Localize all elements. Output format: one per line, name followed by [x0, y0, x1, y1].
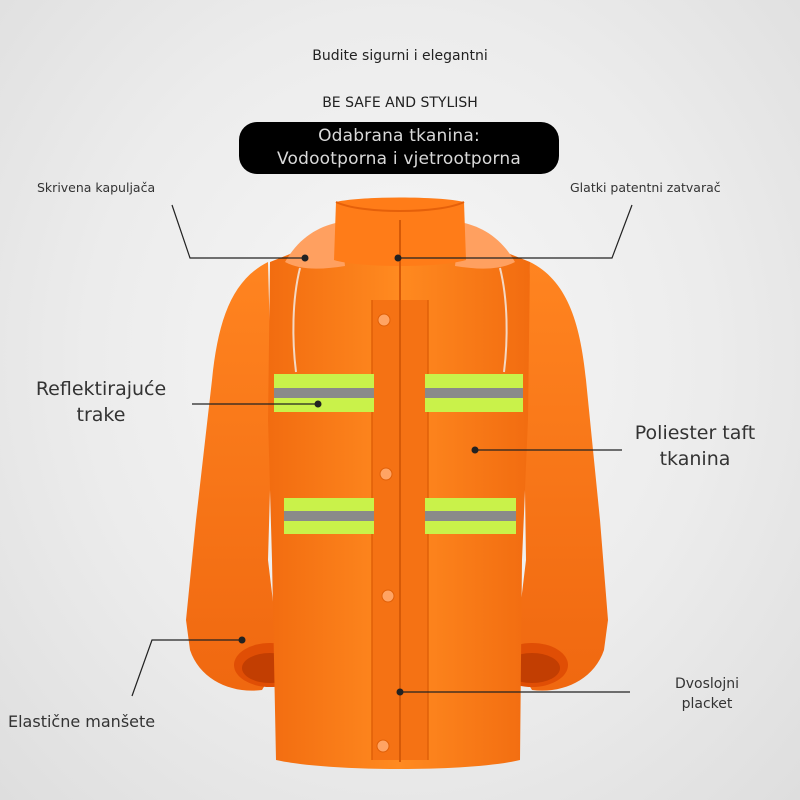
tagline-english: BE SAFE AND STYLISH — [322, 95, 478, 111]
callout-reflective-line1: Reflektirajuće — [35, 378, 167, 400]
callout-hood: Skrivena kapuljača — [37, 180, 156, 195]
callout-fabric-line2: tkanina — [659, 448, 731, 470]
callout-reflective: Reflektirajuće trake — [34, 376, 168, 428]
callout-reflective-line2: trake — [76, 404, 126, 426]
callout-cuffs: Elastične manšete — [8, 712, 156, 731]
callout-zipper: Glatki patentni zatvarač — [570, 180, 721, 195]
reflective-stripe-upper-right — [425, 374, 523, 412]
left-sleeve — [186, 262, 280, 691]
right-sleeve — [514, 262, 608, 691]
reflective-stripe-lower-left — [284, 498, 374, 534]
tagline-native: Budite sigurni i elegantni — [312, 48, 488, 64]
fabric-banner-line1: Odabrana tkanina: — [318, 126, 480, 146]
callout-fabric-line1: Poliester taft — [634, 422, 756, 444]
reflective-stripe-upper-left — [274, 374, 374, 412]
reflective-stripe-lower-right — [425, 498, 516, 534]
callout-placket: Dvoslojni placket — [662, 674, 752, 714]
callout-placket-line2: placket — [681, 696, 733, 712]
fabric-banner-line2: Vodootporna i vjetrootporna — [276, 149, 522, 169]
callout-placket-line1: Dvoslojni — [674, 676, 740, 692]
fabric-banner: Odabrana tkanina: Vodootporna i vjetroot… — [239, 122, 559, 174]
callout-fabric: Poliester taft tkanina — [624, 420, 766, 472]
